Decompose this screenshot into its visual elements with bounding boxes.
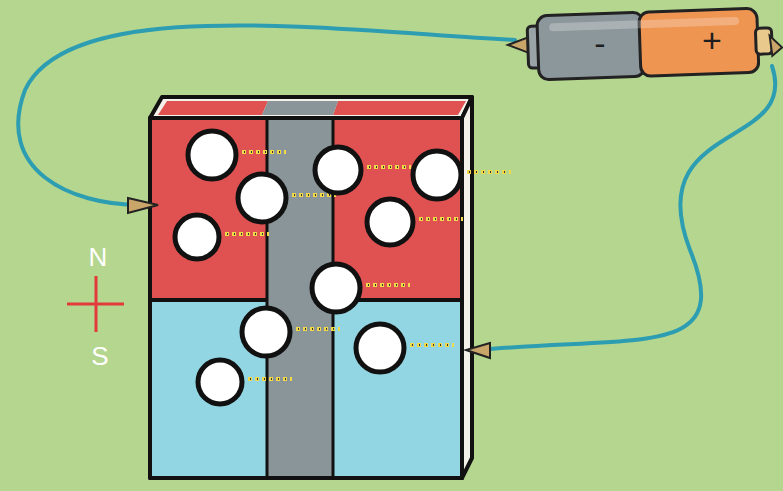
motion-trail	[242, 150, 286, 154]
block-top	[150, 97, 472, 118]
particle	[356, 324, 404, 372]
negative-sign: -	[594, 26, 605, 60]
block	[150, 97, 472, 478]
particle	[175, 215, 219, 259]
wire-tip	[128, 198, 158, 213]
motion-trail	[248, 377, 292, 381]
wire-tip	[466, 343, 490, 358]
particle	[367, 199, 413, 245]
block-top-red	[333, 101, 466, 115]
particle	[188, 131, 236, 179]
block-top-red	[158, 101, 268, 115]
wire	[478, 66, 775, 350]
motion-trail	[469, 171, 511, 173]
compass-line	[95, 276, 98, 332]
particle	[242, 308, 290, 356]
motion-trail	[294, 194, 336, 196]
particles	[175, 131, 511, 404]
motion-trail	[419, 217, 463, 221]
motion-trail	[250, 378, 292, 380]
motion-trail	[412, 344, 454, 346]
south-label: S	[91, 343, 108, 369]
motion-trail	[366, 283, 410, 287]
compass-cross	[67, 276, 124, 332]
motion-trail	[367, 165, 411, 169]
motion-trail	[467, 170, 511, 174]
particle	[312, 264, 360, 312]
motion-trail	[298, 328, 340, 330]
particle	[238, 174, 286, 222]
motion-trail	[368, 284, 410, 286]
motion-trail	[225, 232, 269, 236]
particle	[315, 147, 361, 193]
battery	[507, 7, 783, 81]
particle	[198, 360, 242, 404]
motion-trail	[410, 343, 454, 347]
motion-trail	[421, 218, 463, 220]
battery-terminal	[770, 35, 783, 55]
positive-sign: +	[702, 23, 722, 57]
motion-trail	[296, 327, 340, 331]
motion-trail	[369, 166, 411, 168]
motion-trail	[227, 233, 269, 235]
particle	[413, 151, 461, 199]
block-outline	[150, 118, 462, 478]
motion-trail	[244, 151, 286, 153]
wire-tips	[128, 198, 490, 358]
north-label: N	[89, 244, 108, 270]
block-top-grey	[262, 101, 338, 115]
